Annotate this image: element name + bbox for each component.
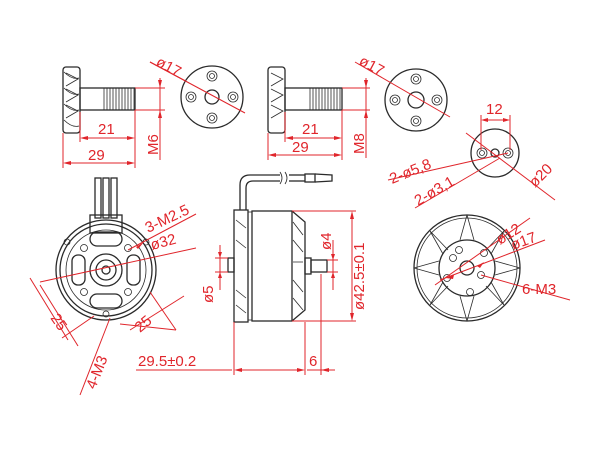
- m6-flange-diameter-dimension: [149, 61, 246, 114]
- motor-bottom-view: [55, 177, 157, 321]
- prop-adapter-m8-side: [267, 66, 343, 134]
- wire-exit-detail: [470, 128, 520, 178]
- prop-adapter-m8-dimensions: [267, 78, 370, 160]
- motor-side-dimensions: [136, 210, 356, 375]
- top-mount-holes-label: 6-M3: [522, 281, 556, 298]
- side-shaft-bottom-diameter-label: ø5: [200, 285, 217, 303]
- side-body-length-label: 29.5±0.2: [138, 353, 196, 370]
- m8-overall-length-label: 29: [292, 139, 309, 156]
- m8-shaft-length-label: 21: [302, 121, 319, 138]
- motor-top-dimensions: [434, 217, 571, 301]
- bottom-mount-holes-label: 4-M3: [83, 353, 112, 391]
- side-shaft-top-diameter-label: ø4: [318, 232, 335, 250]
- motor-side-view: [227, 171, 333, 323]
- bottom-left-spacing-label: 25: [47, 311, 70, 334]
- wire-exit-outer-holes-label: 2-ø5,8: [387, 156, 434, 188]
- prop-adapter-m6-dimensions: [62, 78, 165, 168]
- m6-thread-label: M6: [145, 134, 162, 155]
- prop-adapter-m6-front: [180, 65, 244, 129]
- wire-exit-inner-holes-label: 2-ø3,1: [412, 173, 458, 209]
- side-shaft-extension-label: 6: [309, 353, 317, 370]
- wire-exit-spacing-label: 12: [486, 101, 503, 118]
- m8-flange-diameter-label: ø17: [356, 53, 387, 80]
- m6-overall-length-label: 29: [88, 147, 105, 164]
- bottom-bolt-circle-label: ø32: [149, 231, 178, 254]
- prop-adapter-m8-front: [384, 68, 448, 132]
- bottom-screw-holes-label: 3-M2.5: [143, 201, 192, 236]
- motor-top-view: [413, 214, 521, 322]
- side-body-diameter-label: ø42.5±0.1: [351, 243, 368, 310]
- wire-exit-dimensions: [387, 115, 556, 209]
- m8-thread-label: M8: [351, 133, 368, 154]
- m6-flange-diameter-label: ø17: [153, 54, 184, 81]
- wire-exit-diameter-label: ø20: [526, 161, 556, 191]
- m8-flange-diameter-dimension: [354, 61, 451, 118]
- motor-bottom-dimensions: [29, 213, 197, 396]
- prop-adapter-m6-side: [62, 66, 136, 134]
- m6-shaft-length-label: 21: [98, 121, 115, 138]
